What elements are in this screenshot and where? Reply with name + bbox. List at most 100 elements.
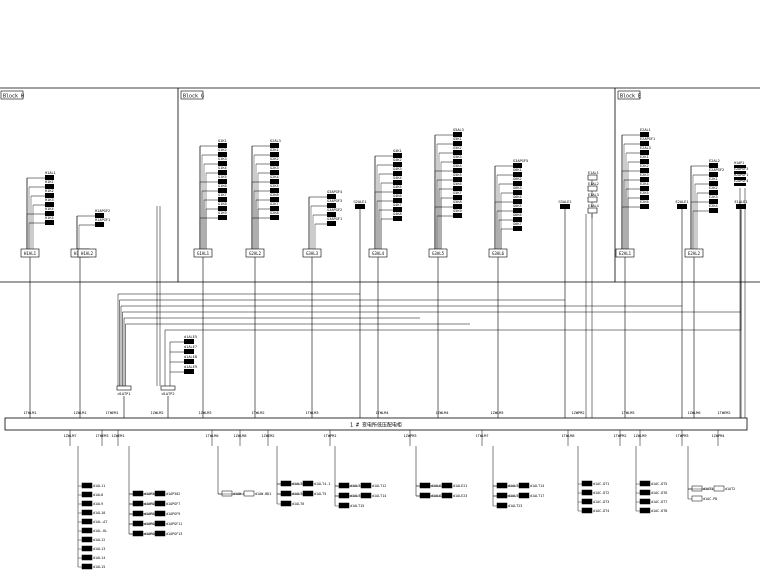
feeder-label: G6K2 (513, 177, 522, 181)
feeder-breaker (453, 177, 462, 182)
bottom-breaker (338, 502, 350, 509)
feeder-label: G2K5 (270, 184, 279, 188)
feeder-label: E2APGF2 (709, 168, 724, 172)
feeder-label: G2K3 (270, 166, 279, 170)
bottom-breaker (581, 507, 593, 514)
feeder-label: G6K4 (513, 195, 522, 199)
bottom-feeder-label: d1AC-DT7 (651, 500, 667, 504)
breaker (560, 204, 570, 209)
bottom-breaker (81, 482, 93, 489)
feeder-label: G1K5 (218, 175, 227, 179)
panel-g2al2: G2AL2G2AL3G2K1G2K2G2K3G2K4G2K5G2K6G2K7G2… (245, 139, 281, 418)
bottom-feeder-label: d1AC-DT1 (593, 482, 609, 486)
bus-top-label: 1ZWLM1 (74, 411, 87, 415)
breaker (677, 204, 687, 209)
bottom-feeder-label: d1AC-DT6 (651, 491, 667, 495)
bottom-breaker (132, 500, 144, 507)
single-label: E1ALE1 (735, 200, 748, 204)
bottom-breaker (243, 490, 255, 497)
bottom-breaker (691, 495, 703, 502)
feeder-breaker (393, 180, 402, 185)
side-extra-label: E2APGF3 (734, 167, 748, 171)
bottom-feeder-label: d1ALT12 (372, 484, 386, 488)
feeder-breaker (640, 186, 649, 191)
feeder-label: G5K7 (453, 191, 462, 195)
side-label: E1AL1 (588, 171, 599, 175)
feeder-breaker (95, 213, 104, 218)
bottom-feeder-label: d1ALT15 (350, 504, 364, 508)
feeder-breaker (453, 150, 462, 155)
feeder-label: G2K7 (270, 202, 279, 206)
bottom-breaker (441, 482, 453, 489)
mid-breaker (184, 349, 194, 354)
panel-label: G3AL5 (432, 251, 445, 256)
feeder-breaker (45, 211, 54, 216)
feeder-label: G2AL3 (270, 139, 281, 143)
single-g2ale1: G2ALE1 (354, 200, 366, 418)
feeder-breaker (270, 188, 279, 193)
bus-top-label: 1ZWLM5 (491, 411, 504, 415)
feeder-breaker (640, 150, 649, 155)
panel-e2al1: E2AL1E2AL1E2APGF1E2AL3E2K1E2K2E2K3E2K4E2… (615, 128, 655, 418)
panel-label: G3AL6 (492, 251, 505, 256)
block-g-label: Block G (183, 94, 204, 100)
feeder-label: G3APGF1 (327, 217, 342, 221)
panel-label: E2AL1 (619, 251, 632, 256)
feeder-breaker (270, 143, 279, 148)
feeder-breaker (218, 170, 227, 175)
bottom-breaker (81, 527, 93, 534)
extra-breaker (734, 165, 746, 168)
feeder-breaker (513, 190, 522, 195)
atp-box (160, 385, 176, 391)
atp-label: d1ATP2 (162, 392, 175, 396)
bottom-breaker (581, 489, 593, 496)
atp-label: d1ATP1 (118, 392, 131, 396)
bottom-breaker (360, 482, 372, 489)
bottom-breaker (639, 498, 651, 505)
feeder-label: G1K7 (218, 193, 227, 197)
feeder-breaker (453, 168, 462, 173)
bus-top-label: 1ZWPM2 (572, 411, 585, 415)
bottom-breaker (302, 490, 314, 497)
feeder-label: G3APGF5 (513, 159, 528, 163)
feeder-label: G3APGF3 (327, 199, 342, 203)
feeder-label: H1K1 (45, 180, 54, 184)
feeder-label: G5K9 (453, 209, 462, 213)
feeder-label: G1K4 (218, 166, 227, 170)
bottom-breaker (81, 491, 93, 498)
bottom-feeder-label: d1ALT23 (508, 504, 522, 508)
bottom-breaker (154, 510, 166, 517)
bottom-breaker (81, 554, 93, 561)
bottom-breaker (81, 500, 93, 507)
feeder-label: G1K2 (218, 148, 227, 152)
feeder-label: G5K5 (453, 173, 462, 177)
feeder-label: G5K8 (453, 200, 462, 204)
panel-box (77, 248, 97, 258)
bottom-breaker (496, 482, 508, 489)
feeder-breaker (393, 171, 402, 176)
bottom-feeder-label: d1AC-DT4 (593, 509, 609, 513)
feeder-label: G4K1 (393, 149, 402, 153)
bottom-breaker (338, 492, 350, 499)
bottom-feeder-label: d1AT2 (725, 487, 735, 491)
feeder-breaker (327, 194, 336, 199)
feeder-label: G4K3 (393, 167, 402, 171)
mid-label: d1ALE5 (184, 335, 197, 339)
feeder-breaker (640, 159, 649, 164)
single-label: G3ALE2 (559, 200, 572, 204)
feeder-breaker (640, 204, 649, 209)
bottom-breaker (581, 498, 593, 505)
feeder-breaker (270, 215, 279, 220)
feeder-label: G2K1 (270, 148, 279, 152)
extra-breaker (734, 171, 746, 174)
feeder-breaker (327, 212, 336, 217)
bus-top-label: 1ZWLM3 (199, 411, 212, 415)
bottom-feeder-label: d1ALT6 (292, 502, 304, 506)
bottom-breaker (81, 545, 93, 552)
feeder-breaker (453, 159, 462, 164)
feeder-label: G2K4 (270, 175, 279, 179)
panel-label: H1AL1 (24, 251, 37, 256)
feeder-breaker (270, 152, 279, 157)
